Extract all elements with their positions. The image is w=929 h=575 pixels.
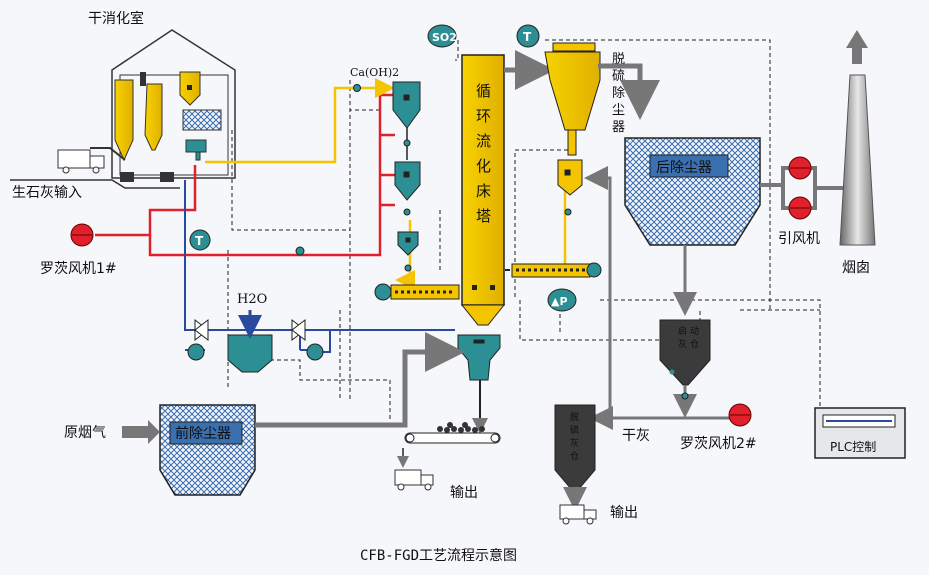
water-pump-1 <box>187 343 205 361</box>
induced-draft-fans <box>760 156 845 220</box>
svg-text:灰: 灰 <box>678 338 687 350</box>
svg-text:动: 动 <box>690 326 699 337</box>
desulf-dust-collector-label: 脱 硫 除 尘 器 <box>612 52 625 135</box>
pre-dust-collector-label: 前除尘器 <box>175 425 231 442</box>
chimney <box>839 30 876 246</box>
water-valve-2 <box>291 318 306 342</box>
svg-text:器: 器 <box>612 120 625 135</box>
svg-text:尘: 尘 <box>612 103 625 118</box>
caoh2-line <box>205 78 567 290</box>
roots-blower-2-label: 罗茨风机2# <box>680 436 757 452</box>
tower-venturi <box>457 334 501 381</box>
plc-panel[interactable] <box>814 407 906 459</box>
svg-text:仓: 仓 <box>690 338 699 350</box>
output-2-label: 输出 <box>610 505 638 521</box>
desulf-ash-silo-label: 脱 硫 灰 仓 <box>570 411 579 462</box>
desulf-cyclone <box>544 42 601 216</box>
svg-text:脱: 脱 <box>612 52 625 67</box>
truck-icon-3 <box>394 469 434 491</box>
pre-dust-collector <box>159 404 256 496</box>
so2-sensor: SO2 <box>427 24 457 48</box>
svg-text:化: 化 <box>476 157 491 175</box>
temperature-sensor-2: T <box>516 24 540 48</box>
caoh2-label: Ca(OH)2 <box>350 66 399 79</box>
belt-conveyor <box>404 422 501 444</box>
svg-text:仓: 仓 <box>570 450 579 462</box>
flue-gas-to-tower <box>255 332 465 428</box>
svg-text:SO2: SO2 <box>432 31 457 44</box>
cfb-tower <box>460 54 506 326</box>
svg-text:脱: 脱 <box>570 411 579 423</box>
svg-text:T: T <box>195 234 204 248</box>
ash-return-line <box>584 166 730 420</box>
post-dust-collector <box>624 137 761 246</box>
svg-text:床: 床 <box>476 182 491 200</box>
svg-text:除: 除 <box>612 86 625 101</box>
dry-ash-label: 干灰 <box>622 428 650 444</box>
screw-conveyor-left <box>374 283 460 301</box>
induced-draft-fan-label: 引风机 <box>778 231 820 247</box>
truck-icon <box>57 147 126 174</box>
output-1-label: 输出 <box>450 485 478 501</box>
svg-text:硫: 硫 <box>612 69 625 84</box>
diagram-caption: CFB-FGD工艺流程示意图 <box>360 547 517 564</box>
raw-flue-gas-label: 原烟气 <box>64 425 106 441</box>
svg-text:T: T <box>523 30 532 44</box>
truck-icon-2 <box>559 504 597 525</box>
svg-text:循: 循 <box>476 82 491 100</box>
water-pump-2 <box>306 343 324 361</box>
dry-slaking-room-label: 干消化室 <box>88 10 144 27</box>
svg-text:灰: 灰 <box>570 437 579 449</box>
temperature-sensor-1: T <box>189 229 211 251</box>
post-dust-collector-label: 后除尘器 <box>656 160 712 176</box>
water-lines <box>184 180 455 353</box>
desulf-ash-silo <box>554 404 596 511</box>
hopper-column <box>392 81 421 272</box>
svg-text:环: 环 <box>476 107 491 125</box>
quicklime-input-label: 生石灰输入 <box>12 185 82 201</box>
water-label: H2O <box>237 292 267 307</box>
plc-label: PLC控制 <box>830 440 876 454</box>
svg-text:硫: 硫 <box>570 424 579 436</box>
screw-conveyor-right <box>505 262 602 278</box>
up-arrow-icon <box>846 30 868 64</box>
dry-slaking-building <box>111 29 236 182</box>
cfb-tower-label: 循 环 流 化 床 塔 <box>476 82 491 225</box>
chimney-label: 烟囱 <box>842 260 870 276</box>
valve-icon <box>295 246 305 256</box>
water-valve-1 <box>194 318 209 342</box>
water-tank <box>227 334 273 373</box>
flue-gas-to-post-collector <box>598 63 660 120</box>
svg-text:▲P: ▲P <box>551 295 568 308</box>
pressure-sensor: ▲P <box>547 288 577 312</box>
startup-ash-silo-label: 启 动 灰 仓 <box>678 325 699 350</box>
svg-text:启: 启 <box>678 325 687 337</box>
svg-text:塔: 塔 <box>476 207 491 225</box>
startup-ash-silo <box>659 319 711 418</box>
svg-text:流: 流 <box>476 132 491 150</box>
roots-blower-1-label: 罗茨风机1# <box>40 261 117 277</box>
